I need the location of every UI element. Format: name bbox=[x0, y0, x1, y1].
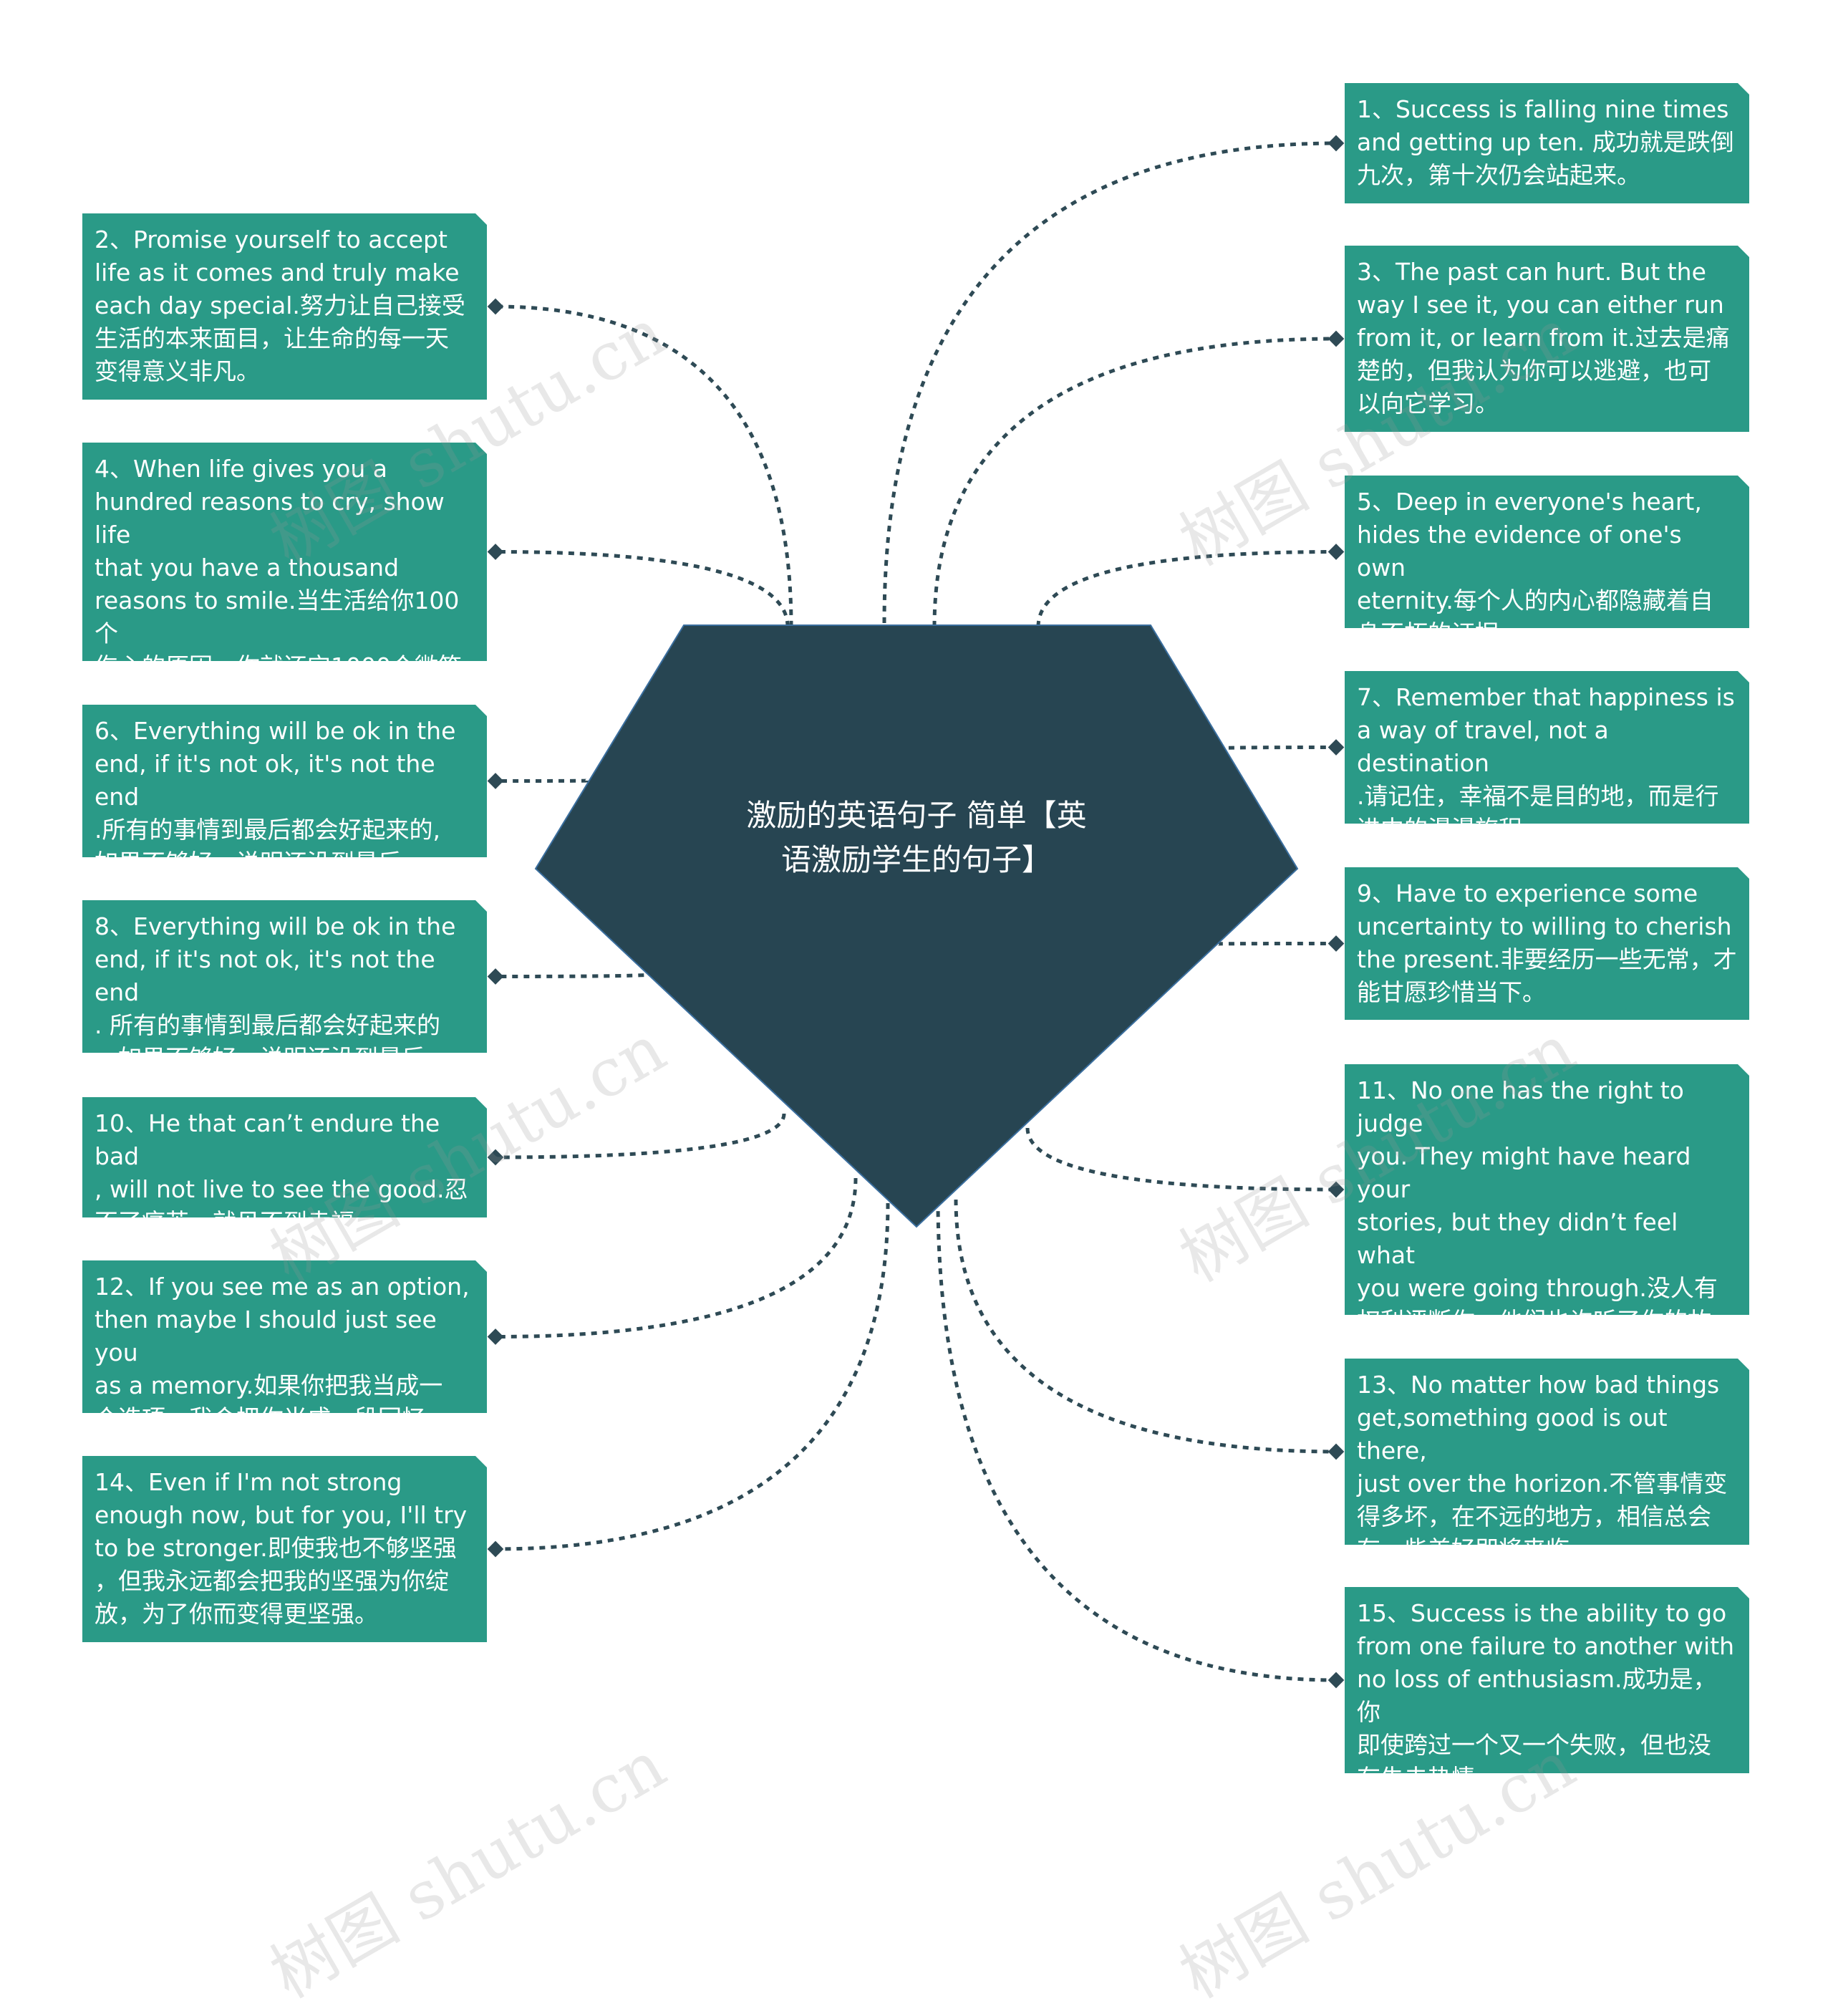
branch-topic-text: 1、Success is falling nine times and gett… bbox=[1357, 95, 1734, 189]
branch-topic-text: 3、The past can hurt. But the way I see i… bbox=[1357, 258, 1730, 418]
connector-line-11 bbox=[1025, 1127, 1337, 1192]
branch-topic-7[interactable]: 7、Remember that happiness is a way of tr… bbox=[1345, 671, 1749, 824]
central-topic-title: 激励的英语句子 简单【英 语激励学生的句子】 bbox=[746, 798, 1087, 877]
connector-endpoint-10 bbox=[487, 1149, 504, 1166]
branch-topic-9[interactable]: 9、Have to experience some uncertainty to… bbox=[1345, 867, 1749, 1020]
connector-line-12 bbox=[495, 1177, 858, 1339]
connector-line-9 bbox=[1215, 942, 1337, 946]
branch-topic-text: 2、Promise yourself to accept life as it … bbox=[95, 226, 465, 385]
branch-topic-14[interactable]: 14、Even if I'm not strong enough now, bu… bbox=[82, 1456, 487, 1642]
branch-topic-4[interactable]: 4、When life gives you a hundred reasons … bbox=[82, 443, 487, 661]
connector-endpoint-6 bbox=[487, 773, 504, 789]
connector-endpoint-14 bbox=[487, 1540, 504, 1558]
connector-endpoint-2 bbox=[487, 298, 504, 315]
branch-topic-1[interactable]: 1、Success is falling nine times and gett… bbox=[1345, 83, 1749, 203]
branch-topic-5[interactable]: 5、Deep in everyone's heart, hides the ev… bbox=[1345, 476, 1749, 628]
branch-topic-15[interactable]: 15、Success is the ability to go from one… bbox=[1345, 1587, 1749, 1773]
connector-line-7 bbox=[1215, 746, 1337, 751]
connector-endpoint-3 bbox=[1327, 330, 1345, 347]
connector-line-1 bbox=[882, 141, 1337, 624]
branch-topic-text: 14、Even if I'm not strong enough now, bu… bbox=[95, 1468, 468, 1628]
branch-topic-text: 12、If you see me as an option, then mayb… bbox=[95, 1273, 470, 1432]
connector-line-15 bbox=[936, 1199, 1337, 1682]
branch-topic-6[interactable]: 6、Everything will be ok in the end, if i… bbox=[82, 705, 487, 857]
connector-line-8 bbox=[495, 972, 657, 978]
branch-topic-text: 9、Have to experience some uncertainty to… bbox=[1357, 879, 1737, 1006]
branch-topic-text: 4、When life gives you a hundred reasons … bbox=[95, 455, 462, 713]
connector-line-2 bbox=[495, 304, 793, 627]
branch-topic-text: 5、Deep in everyone's heart, hides the ev… bbox=[1357, 488, 1713, 647]
connector-line-5 bbox=[1036, 550, 1337, 627]
connector-endpoint-1 bbox=[1327, 135, 1345, 152]
connector-endpoint-12 bbox=[487, 1328, 504, 1345]
branch-topic-3[interactable]: 3、The past can hurt. But the way I see i… bbox=[1345, 246, 1749, 432]
connector-line-10 bbox=[495, 1113, 786, 1159]
branch-topic-text: 6、Everything will be ok in the end, if i… bbox=[95, 717, 456, 877]
connector-endpoint-13 bbox=[1327, 1443, 1345, 1460]
connector-line-14 bbox=[495, 1202, 890, 1551]
connector-layer bbox=[487, 135, 1345, 1689]
branch-topic-10[interactable]: 10、He that can’t endure the bad , will n… bbox=[82, 1097, 487, 1217]
branch-topic-text: 15、Success is the ability to go from one… bbox=[1357, 1599, 1735, 1792]
branch-topic-text: 13、No matter how bad things get,somethin… bbox=[1357, 1371, 1728, 1563]
connector-endpoint-8 bbox=[487, 968, 504, 985]
central-topic-shape[interactable] bbox=[534, 624, 1299, 1228]
branch-topic-text: 7、Remember that happiness is a way of tr… bbox=[1357, 683, 1735, 843]
connector-line-4 bbox=[495, 550, 790, 627]
branch-topic-text: 8、Everything will be ok in the end, if i… bbox=[95, 912, 456, 1072]
branch-topic-2[interactable]: 2、Promise yourself to accept life as it … bbox=[82, 213, 487, 400]
connector-endpoint-15 bbox=[1327, 1672, 1345, 1689]
connector-endpoint-5 bbox=[1327, 544, 1345, 560]
branch-topic-12[interactable]: 12、If you see me as an option, then mayb… bbox=[82, 1260, 487, 1413]
connector-endpoint-7 bbox=[1327, 739, 1345, 756]
branch-topic-13[interactable]: 13、No matter how bad things get,somethin… bbox=[1345, 1359, 1749, 1545]
connector-endpoint-11 bbox=[1327, 1181, 1345, 1198]
connector-endpoint-4 bbox=[487, 544, 504, 560]
connector-endpoint-9 bbox=[1327, 935, 1345, 952]
connector-line-13 bbox=[954, 1199, 1337, 1454]
branch-topic-8[interactable]: 8、Everything will be ok in the end, if i… bbox=[82, 900, 487, 1053]
